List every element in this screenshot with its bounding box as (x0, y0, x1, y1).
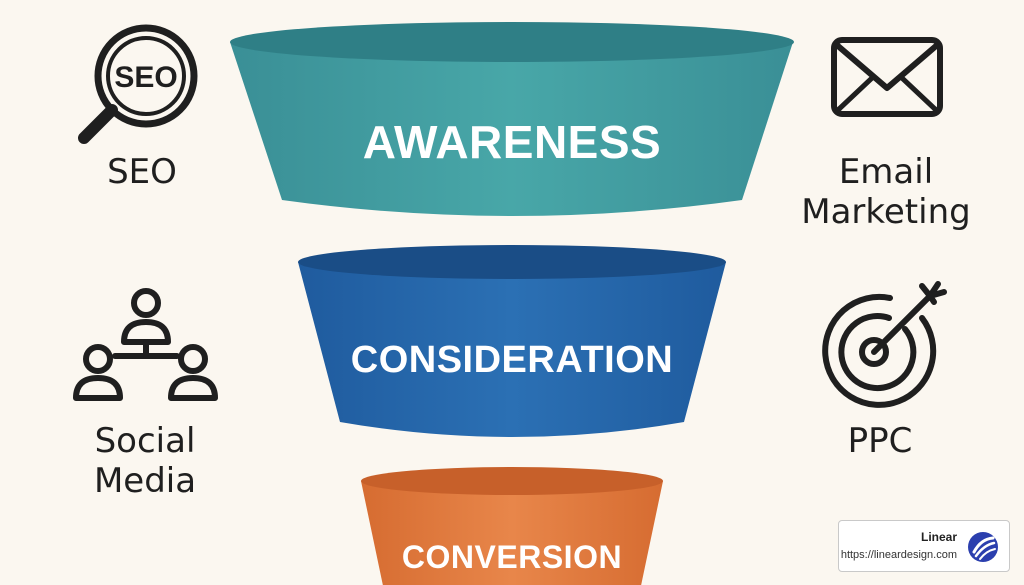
social-label-line1: Social (94, 421, 196, 461)
consideration-rim (298, 245, 726, 279)
social-media-label: Social Media (60, 421, 230, 501)
funnel-stage-conversion: CONVERSION (361, 467, 663, 585)
conversion-band (361, 481, 663, 585)
social-label-line2: Media (93, 461, 197, 501)
badge-name: Linear (920, 530, 957, 544)
email-label-line2: Marketing (801, 192, 971, 232)
conversion-label: CONVERSION (402, 539, 622, 575)
email-marketing-label: Email Marketing (786, 152, 986, 232)
linear-badge-link[interactable]: Linear https://lineardesign.com (838, 520, 1010, 572)
linear-logo-icon (968, 532, 998, 562)
email-label-line1: Email (838, 152, 934, 192)
awareness-rim (230, 22, 794, 62)
awareness-band (230, 42, 793, 216)
ppc-label: PPC (847, 421, 913, 461)
consideration-label: CONSIDERATION (351, 339, 673, 381)
seo-magnifier-icon: SEO (78, 24, 198, 144)
seo-label: SEO (107, 152, 177, 192)
conversion-rim (361, 467, 663, 495)
funnel-stage-awareness: AWARENESS (230, 22, 794, 216)
funnel-stage-consideration: CONSIDERATION (298, 245, 726, 437)
target-arrow-icon (822, 281, 947, 408)
seo-icon-text: SEO (114, 61, 177, 94)
badge-url: https://lineardesign.com (840, 549, 957, 561)
consideration-band (298, 262, 726, 437)
envelope-icon (831, 37, 943, 117)
awareness-label: AWARENESS (363, 116, 661, 168)
social-network-icon (73, 288, 218, 401)
